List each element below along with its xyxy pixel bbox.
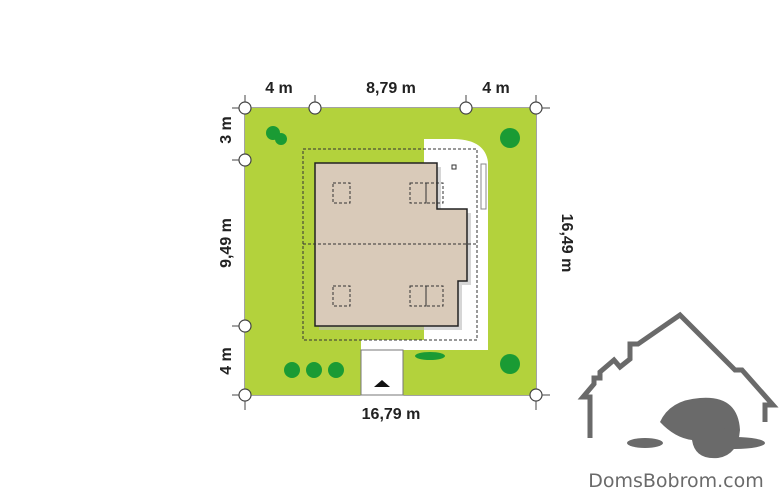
post-marker [451, 164, 457, 170]
driveway [360, 349, 404, 396]
dim-right: 16,49 m [558, 214, 575, 273]
house-logo-icon [577, 311, 779, 438]
beaver-icon [627, 397, 765, 459]
roof-outlines [302, 148, 478, 341]
survey-points [238, 101, 543, 402]
dim-left-top: 3 m [218, 116, 235, 144]
dim-top-left: 4 m [265, 80, 293, 97]
dim-top-right: 4 m [482, 80, 510, 97]
dim-left-middle: 9,49 m [218, 218, 235, 268]
dim-top-middle: 8,79 m [366, 80, 416, 97]
logo: DomsBobrom.com [577, 311, 779, 492]
entrance-arrow-icon [374, 380, 390, 387]
dim-left-bottom: 4 m [218, 347, 235, 375]
fence [480, 163, 487, 210]
logo-text: DomsBobrom.com [588, 470, 764, 492]
dim-bottom: 16,79 m [362, 406, 421, 423]
trees [266, 126, 520, 378]
